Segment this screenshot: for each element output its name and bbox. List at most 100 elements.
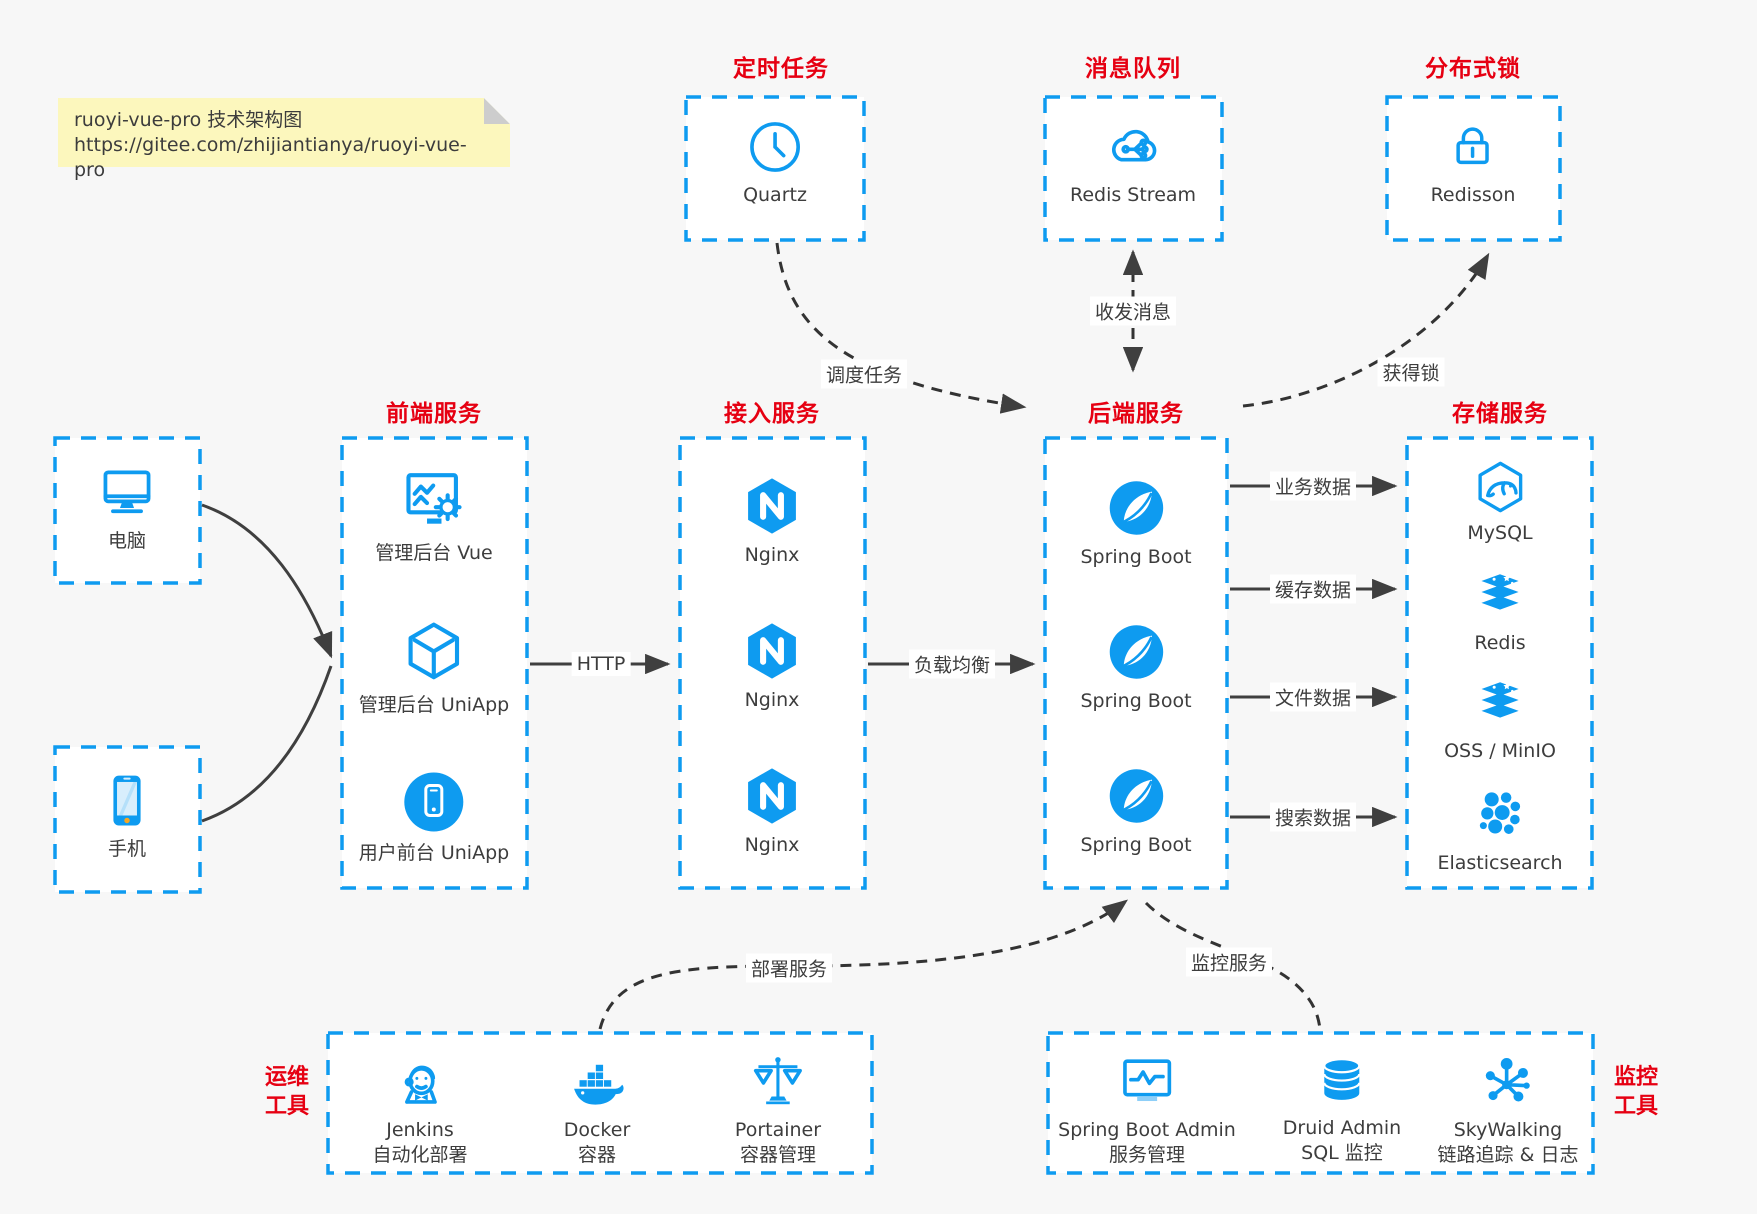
object-storage-icon	[1481, 682, 1519, 718]
docker-icon	[574, 1064, 624, 1105]
node-label: 用户前台 UniApp	[358, 842, 510, 864]
node-label: Docker 容器	[563, 1119, 631, 1166]
label-search-data: 搜索数据	[1269, 802, 1357, 832]
title-ops: 运维 工具	[264, 1065, 310, 1119]
node-springboot-3: Spring Boot	[1080, 766, 1192, 858]
node-docker: Docker 容器	[563, 1053, 631, 1168]
spring-boot-icon	[1109, 769, 1163, 823]
node-user-uniapp: 用户前台 UniApp	[359, 770, 509, 866]
node-label: Nginx	[744, 834, 800, 856]
node-redis: Redis	[1473, 570, 1527, 656]
admin-monitor-icon	[1122, 1059, 1172, 1102]
title-monitoring: 监控 工具	[1613, 1065, 1659, 1119]
title-backend: 后端服务	[1088, 401, 1184, 427]
node-admin-uniapp: 管理后台 UniApp	[359, 620, 509, 718]
label-http: HTTP	[571, 652, 631, 676]
edge-schedule-task	[775, 242, 1027, 414]
node-label: Portainer 容器管理	[734, 1119, 822, 1166]
node-oss-minio: OSS / MinIO	[1444, 678, 1556, 764]
title-lock: 分布式锁	[1425, 56, 1521, 82]
label-acquire-lock: 获得锁	[1377, 357, 1445, 387]
edge-pc-frontend	[201, 503, 333, 659]
node-label: Spring Boot	[1080, 834, 1192, 856]
title-mq: 消息队列	[1085, 56, 1181, 82]
node-label: Spring Boot	[1080, 546, 1192, 568]
node-label: 手机	[107, 838, 146, 860]
note-title: ruoyi-vue-pro 技术架构图	[74, 109, 303, 131]
note-fold-corner	[484, 98, 510, 124]
node-nginx-2: Nginx	[742, 621, 802, 713]
box-lock	[1385, 95, 1562, 242]
node-jenkins: Jenkins 自动化部署	[372, 1053, 468, 1168]
node-mobile: 手机	[98, 772, 156, 862]
redis-icon	[1481, 574, 1519, 610]
label-deploy-service: 部署服务	[745, 953, 833, 983]
label-message: 收发消息	[1089, 296, 1177, 326]
admin-dashboard-icon	[406, 473, 462, 524]
clock-icon	[750, 122, 800, 172]
spring-boot-icon	[1109, 481, 1163, 535]
box-monitoring	[1046, 1031, 1595, 1175]
node-label: Jenkins 自动化部署	[372, 1119, 468, 1166]
portainer-icon	[753, 1057, 803, 1105]
note-url: https://gitee.com/zhijiantianya/ruoyi-vu…	[74, 134, 467, 181]
label-cache-data: 缓存数据	[1269, 574, 1357, 604]
mobile-app-icon	[404, 772, 464, 832]
node-label: 管理后台 Vue	[375, 542, 493, 564]
node-quartz: Quartz	[743, 118, 807, 208]
sticky-note: ruoyi-vue-pro 技术架构图 https://gitee.com/zh…	[58, 98, 510, 181]
title-storage: 存储服务	[1452, 401, 1548, 427]
label-schedule-task: 调度任务	[820, 359, 908, 389]
nginx-icon	[748, 768, 796, 824]
node-label: 电脑	[107, 530, 146, 552]
node-label: Elasticsearch	[1437, 852, 1563, 874]
node-pc: 电脑	[97, 462, 157, 554]
node-springboot-1: Spring Boot	[1080, 478, 1192, 570]
elasticsearch-icon	[1479, 792, 1520, 834]
node-label: Quartz	[743, 184, 807, 206]
node-label: Redisson	[1430, 184, 1516, 206]
title-gateway: 接入服务	[724, 401, 820, 427]
title-frontend: 前端服务	[386, 401, 482, 427]
node-springboot-2: Spring Boot	[1080, 622, 1192, 714]
label-business-data: 业务数据	[1269, 471, 1357, 501]
mysql-icon	[1478, 461, 1522, 513]
node-mysql: MySQL	[1467, 460, 1533, 546]
node-nginx-3: Nginx	[742, 766, 802, 858]
node-elasticsearch: Elasticsearch	[1437, 788, 1563, 876]
node-label: Nginx	[744, 689, 800, 711]
lock-icon	[1456, 127, 1490, 165]
node-label: Spring Boot	[1080, 690, 1192, 712]
cloud-network-icon	[1112, 129, 1157, 162]
jenkins-icon	[404, 1065, 437, 1104]
edge-monitor-service	[1144, 901, 1322, 1030]
title-scheduled: 定时任务	[733, 56, 829, 82]
spring-boot-icon	[1109, 625, 1163, 679]
nginx-icon	[748, 623, 796, 679]
skywalking-icon	[1486, 1057, 1531, 1102]
node-nginx-1: Nginx	[742, 476, 802, 568]
node-admin-vue: 管理后台 Vue	[375, 468, 493, 566]
monitor-icon	[103, 470, 151, 514]
node-label: SkyWalking 链路追踪 & 日志	[1437, 1119, 1579, 1166]
node-redis-stream: Redis Stream	[1070, 118, 1196, 208]
node-redisson: Redisson	[1430, 118, 1516, 208]
node-label: Redis Stream	[1069, 184, 1197, 206]
phone-icon	[113, 775, 141, 826]
label-file-data: 文件数据	[1269, 682, 1357, 712]
edge-mobile-frontend	[201, 665, 333, 823]
node-label: Spring Boot Admin 服务管理	[1058, 1119, 1236, 1166]
node-label: 管理后台 UniApp	[358, 694, 510, 716]
node-label: Redis	[1474, 632, 1526, 654]
node-skywalking: SkyWalking 链路追踪 & 日志	[1437, 1053, 1579, 1168]
cube-icon	[408, 622, 460, 680]
node-label: Nginx	[744, 544, 800, 566]
label-load-balance: 负载均衡	[908, 649, 996, 679]
node-label: OSS / MinIO	[1444, 740, 1556, 762]
label-monitor-service: 监控服务	[1185, 947, 1273, 977]
nginx-icon	[748, 478, 796, 534]
box-mq	[1043, 95, 1224, 242]
node-label: MySQL	[1467, 522, 1533, 544]
